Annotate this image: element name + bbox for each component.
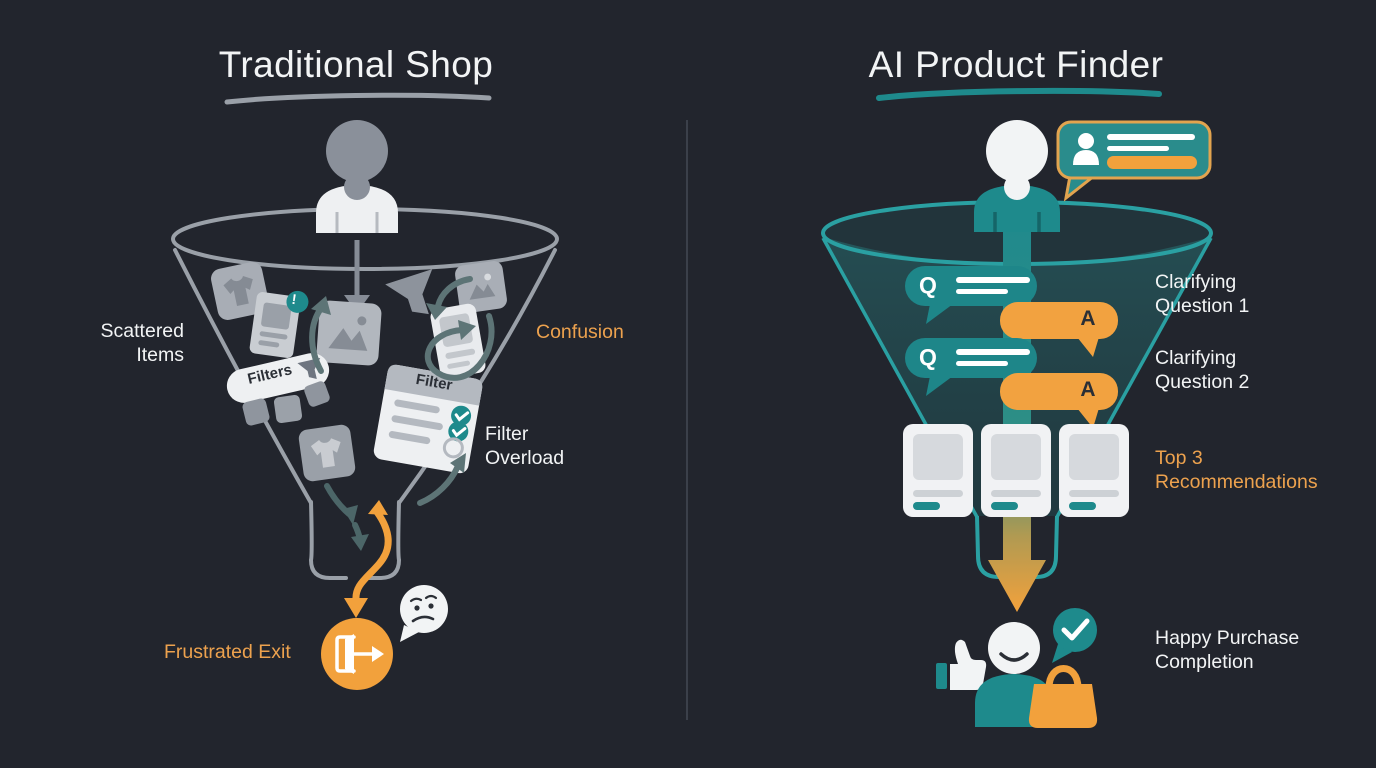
ai-user-icon	[974, 120, 1060, 232]
label-clarifying-q1: Clarifying Question 1	[1155, 271, 1250, 318]
a1-letter: A	[1080, 307, 1096, 330]
divider-line	[686, 120, 688, 720]
q2-letter: Q	[919, 344, 937, 370]
q1-letter: Q	[919, 272, 937, 298]
empty-circle-icon	[442, 437, 464, 459]
answer-bubble-2	[1000, 373, 1118, 428]
label-frustrated-exit: Frustrated Exit	[164, 641, 291, 663]
frustrated-exit-arrow	[344, 500, 392, 618]
question-bubble-2	[905, 338, 1037, 396]
recommendation-card-2	[981, 424, 1051, 517]
user-glyph-icon	[1078, 133, 1094, 149]
thumbs-up-icon	[936, 639, 987, 690]
product-card-icon	[249, 290, 309, 358]
chaos-arrowheads	[311, 296, 476, 473]
left-title: Traditional Shop	[218, 44, 494, 85]
label-clarifying-q2: Clarifying Question 2	[1155, 347, 1250, 394]
label-scattered-items: Scattered Items	[100, 320, 184, 367]
check-bubble-icon	[1052, 608, 1097, 663]
small-tiles-icon	[242, 381, 330, 426]
profile-chat-bubble	[1056, 120, 1212, 202]
shopper-icon	[316, 120, 398, 233]
filter-checklist-card	[373, 364, 483, 474]
right-title-underline	[876, 87, 1162, 101]
left-title-underline	[224, 92, 492, 105]
recommendation-card-3	[1059, 424, 1129, 517]
check-circle-icon	[451, 405, 472, 426]
right-title: AI Product Finder	[868, 44, 1164, 85]
label-happy-purchase: Happy Purchase Completion	[1155, 627, 1300, 674]
chaos-arrows	[309, 276, 495, 506]
label-filter-overload: Filter Overload	[485, 423, 565, 470]
neck-arrowheads	[343, 505, 369, 551]
recommendation-card-1	[903, 424, 973, 517]
check-circle-icon	[448, 421, 469, 442]
tshirt-tile-icon	[211, 262, 269, 320]
label-confusion: Confusion	[536, 321, 624, 343]
question-bubble-1	[905, 266, 1037, 324]
answer-bubble-1	[1000, 302, 1118, 357]
image-tile-icon	[455, 261, 507, 313]
worried-face-icon	[400, 585, 448, 642]
filters-pill	[226, 353, 330, 403]
shopping-bag-icon	[1028, 665, 1098, 728]
tshirt-tile-icon	[298, 424, 356, 482]
image-tile-icon	[316, 300, 382, 366]
flow-arrow	[988, 231, 1046, 612]
exit-door-icon	[321, 618, 393, 690]
a2-letter: A	[1080, 378, 1096, 401]
alert-badge-icon	[286, 290, 309, 313]
alert-badge-label: !	[290, 290, 298, 308]
label-top-3: Top 3 Recommendations	[1155, 447, 1318, 494]
